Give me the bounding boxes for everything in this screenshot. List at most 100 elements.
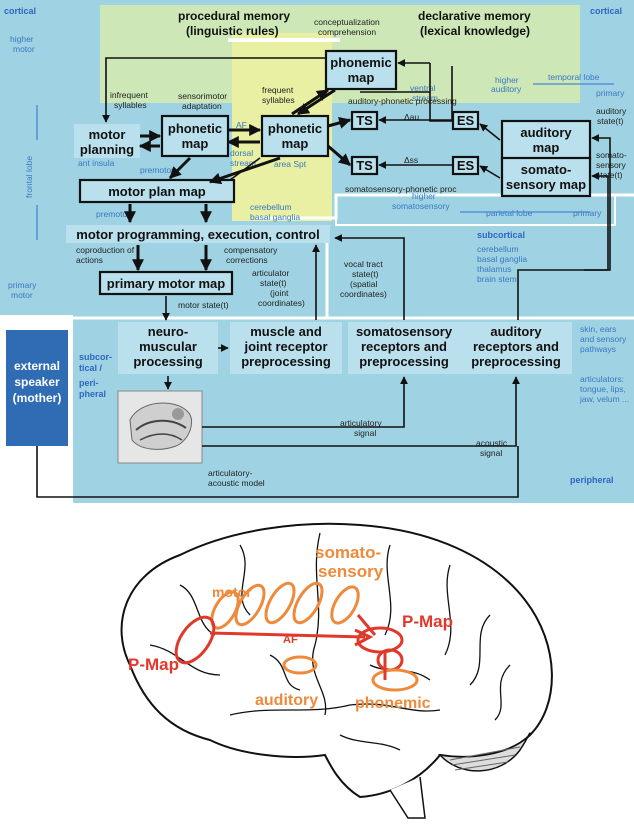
motor-programming: motor programming, execution, control (76, 227, 319, 242)
art-acoustic-model-1: articulatory- (208, 468, 253, 478)
region-higher-somato-2: somatosensory (392, 201, 450, 211)
somatosensory-map-box (500, 156, 592, 198)
region-primary-top: primary (596, 88, 625, 98)
conceptualization-2: comprehension (318, 27, 376, 37)
articulator-state-3: (joint (270, 288, 289, 298)
somatosensory-receptors-block (348, 322, 460, 374)
region-temporal-lobe: temporal lobe (548, 72, 600, 82)
motor-planning-2: planning (80, 142, 134, 157)
brain-motor: motor (212, 584, 252, 600)
brain-illustration: somato- sensory motor P-Map P-Map AF aud… (120, 522, 553, 819)
header-procedural-1: procedural memory (178, 9, 290, 23)
header-declarative-2: (lexical knowledge) (420, 24, 530, 38)
auditory-state-1: auditory (596, 106, 627, 116)
auditory-map-2: map (533, 140, 560, 155)
region-primary-motor-2: motor (11, 290, 33, 300)
ant-insula: ant insula (78, 158, 115, 168)
auditory-map-box (500, 119, 592, 161)
subcortical-1: cerebellum (477, 244, 519, 254)
motor-planning-1: motor (89, 127, 126, 142)
ts-top: TS (356, 113, 373, 128)
auditory-map-1: auditory (520, 125, 572, 140)
muscle-joint-1: muscle and (250, 324, 322, 339)
vocal-tract-4: coordinates) (340, 289, 387, 299)
coproduction-1: coproduction of (76, 245, 135, 255)
frequent-syllables-2: syllables (262, 95, 295, 105)
infrequent-syllables-1: infrequent (110, 90, 148, 100)
ts-bottom: TS (356, 158, 373, 173)
external-speaker-2: speaker (14, 375, 60, 389)
af-label: AF (236, 120, 247, 130)
art-acoustic-model-2: acoustic model (208, 478, 265, 488)
phonetic-map-center-box (260, 114, 330, 158)
region-subcortical-peripheral-4: pheral (79, 389, 106, 399)
auditory-phonetic-label: auditory-phonetic processing (348, 96, 457, 106)
cerebellum (437, 732, 531, 772)
infrequent-syllables-2: syllables (114, 100, 147, 110)
acoustic-signal-1: acoustic (476, 438, 508, 448)
primary-motor-map-box (98, 270, 234, 296)
neuromuscular-2: muscular (139, 339, 197, 354)
delta-ss: Δss (404, 155, 418, 165)
auditory-receptors-3: preprocessing (471, 354, 561, 369)
auditory-receptors-2: receptors and (473, 339, 559, 354)
ventral-stream-2: stream (412, 93, 438, 103)
brain-stem (389, 776, 426, 819)
sulci (149, 532, 511, 751)
region-higher-auditory-1: higher (495, 75, 519, 85)
subcortical-2: basal ganglia (477, 254, 527, 264)
region-primary-motor-1: primary (8, 280, 37, 290)
compensatory-2: corrections (226, 255, 268, 265)
region-peripheral: peripheral (570, 475, 614, 485)
header-procedural-2: (linguistic rules) (186, 24, 279, 38)
es-top: ES (457, 113, 475, 128)
external-speaker-block (6, 330, 68, 446)
conceptualization-1: conceptualization (314, 17, 380, 27)
articulator-state-2: state(t) (260, 278, 287, 288)
motor-state: motor state(t) (178, 300, 229, 310)
external-speaker-3: (mother) (13, 391, 62, 405)
somato-state-1: somato- (596, 150, 627, 160)
phonemic-map-1: phonemic (330, 55, 391, 70)
motor-plan-map-box (78, 178, 236, 204)
articulatory-signal-1: articulatory (340, 418, 382, 428)
region-cortical-right: cortical (590, 6, 622, 16)
motor-planning-block (74, 124, 140, 158)
model-diagram: cortical cortical higher motor frontal l… (0, 0, 634, 503)
phonetic-map-left-2: map (182, 136, 209, 151)
somatosensory-receptors-3: preprocessing (359, 354, 449, 369)
skin-ears-1: skin, ears (580, 324, 616, 334)
somatosensory-map-1: somato- (521, 162, 572, 177)
motor-plan-map: motor plan map (108, 184, 206, 199)
subcortical-3: thalamus (477, 264, 512, 274)
somatosensory-receptors-1: somatosensory (356, 324, 453, 339)
region-subcortical-peripheral-3: peri- (79, 378, 99, 388)
ts-top-box (350, 110, 379, 131)
brain-af: AF (283, 634, 298, 646)
brain-p-map-left: P-Map (128, 655, 179, 674)
acoustic-signal-2: signal (480, 448, 502, 458)
articulator-state-1: articulator (252, 268, 289, 278)
brain-somato-2: sensory (318, 562, 384, 581)
neuromuscular-3: processing (133, 354, 202, 369)
vocal-tract-3: (spatial (350, 279, 378, 289)
auditory-receptors-block (460, 322, 572, 374)
muscle-joint-block (230, 322, 342, 374)
region-subcortical-peripheral-1: subcor- (79, 352, 112, 362)
skin-ears-2: and sensory (580, 334, 627, 344)
region-frontal-lobe: frontal lobe (24, 156, 34, 198)
premotor-a: premotor (140, 165, 174, 175)
region-higher-auditory-2: auditory (491, 84, 522, 94)
region-higher-motor-1: higher (10, 34, 34, 44)
muscle-joint-3: preprocessing (241, 354, 331, 369)
coproduction-2: actions (76, 255, 103, 265)
auditory-receptors-1: auditory (490, 324, 542, 339)
brain-phonemic: phonemic (355, 695, 431, 712)
subcortical-4: brain stem (477, 274, 517, 284)
brain-auditory: auditory (255, 692, 318, 709)
frequent-syllables-1: frequent (262, 85, 294, 95)
dorsal-stream-2: stream (230, 158, 256, 168)
ventral-stream-1: ventral (410, 83, 436, 93)
delta-au: Δau (404, 112, 419, 122)
ts-bottom-box (350, 155, 379, 176)
